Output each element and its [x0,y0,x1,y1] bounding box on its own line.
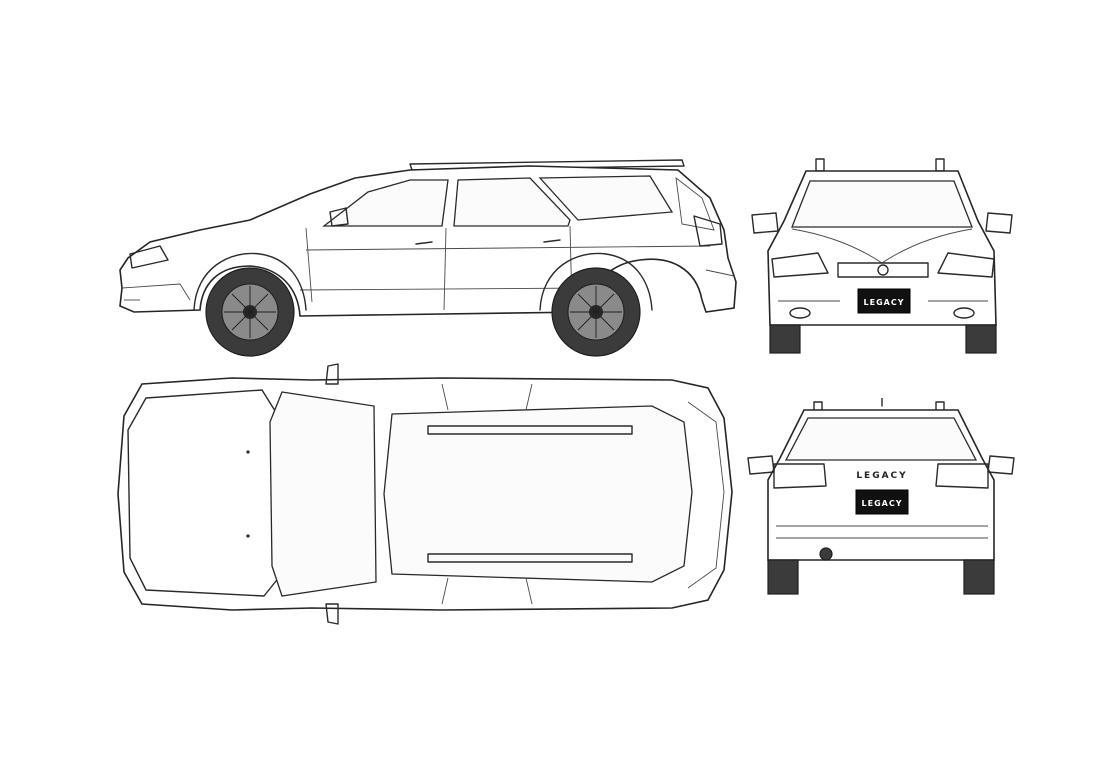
roof-rail-left [815,158,825,172]
headlamp-right [937,252,995,278]
windscreen-top [269,391,377,597]
rear-tyre-left [767,559,799,595]
roof-rack-bottom [427,553,633,563]
mirror-bottom [325,603,339,625]
rear-mirror-left [747,455,775,475]
mirror-top [325,363,339,385]
taillamp-right [935,463,989,489]
rear-mirror-right [987,455,1015,475]
headlamp-left [771,252,829,278]
front-plate [857,288,911,314]
side-mirror [329,207,349,227]
rear-door-window [453,177,571,227]
rear-window [784,417,978,461]
roof [383,405,693,583]
front-plate-text: LEGACY [864,298,905,307]
mirror-right [985,212,1013,234]
exhaust-pipe [819,547,833,561]
rear-view: LEGACY LEGACY [746,398,1018,598]
roof-rail [409,159,685,171]
rear-plate [855,489,909,515]
front-tyre-left [769,324,801,354]
front-wheel [205,267,295,357]
taillamp-left [773,463,827,489]
grille [837,262,929,278]
logo-icon [877,264,889,276]
roof-rack-top [427,425,633,435]
front-tyre-right [965,324,997,354]
roof-rail-right [935,158,945,172]
rear-plate-text: LEGACY [862,499,903,508]
side-view [110,150,750,365]
front-window [322,179,449,227]
rear-wheel [551,267,641,357]
mirror-left [751,212,779,234]
quarter-window [538,175,674,221]
bonnet [127,389,289,597]
rear-tyre-right [963,559,995,595]
rear-badge: LEGACY [856,471,907,481]
windscreen [791,180,973,228]
front-view: LEGACY [748,155,1018,355]
top-view [112,362,742,627]
